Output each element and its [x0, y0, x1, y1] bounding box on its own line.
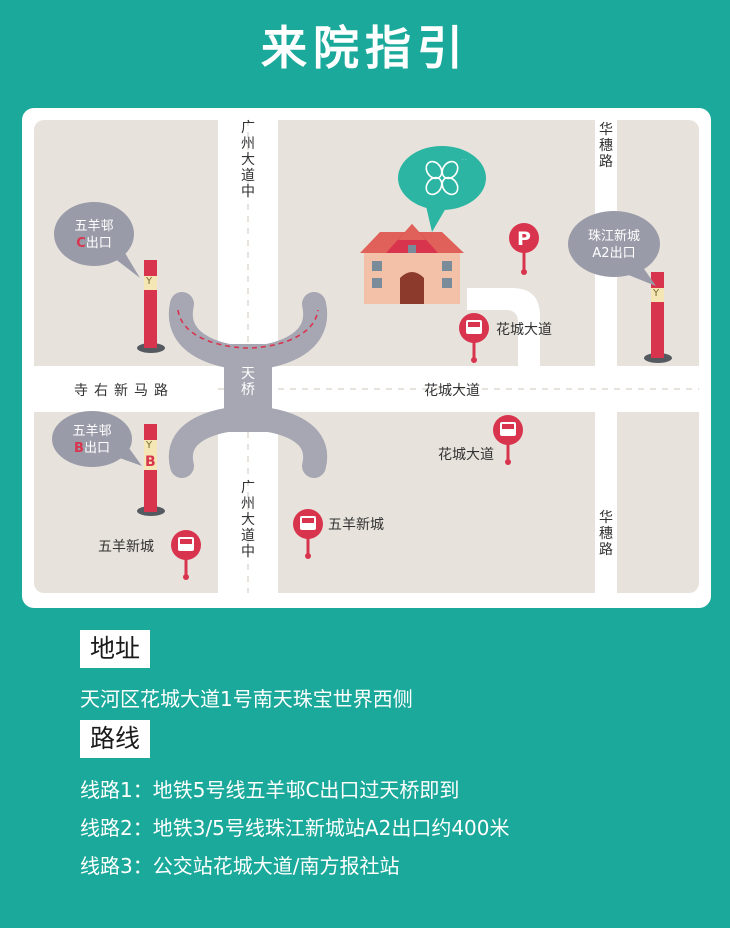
- bus-stop-huacheng-lower-icon: [493, 415, 523, 465]
- metro-a2-sign: Y: [653, 288, 660, 299]
- metro-b-letter: B: [145, 454, 156, 470]
- bus-stop-label-wuyang-center: 五羊新城: [328, 517, 384, 533]
- bus-stop-huacheng-upper-icon: [459, 313, 489, 363]
- bus-stop-label-huacheng-lower: 花城大道: [438, 447, 494, 463]
- exit-c-station: 五羊邨: [74, 219, 114, 234]
- exit-c-line2: C出口: [62, 235, 126, 252]
- svg-text:· ·: · ·: [462, 157, 467, 163]
- route-item-3: 线路3：公交站花城大道/南方报社站: [80, 854, 400, 878]
- parking-sign-icon: P: [509, 223, 539, 275]
- bridge-label-tianqiao: 天桥: [241, 366, 255, 398]
- exit-a2-exit: A2出口: [592, 246, 636, 261]
- route-item-2: 线路2：地铁3/5号线珠江新城站A2出口约400米: [80, 816, 510, 840]
- road-label-siyouxinma: 寺右新马路: [74, 383, 174, 399]
- hospital-building-icon: [360, 224, 464, 304]
- metro-pole-a2: [644, 272, 672, 363]
- bubble-exit-c: [54, 202, 140, 278]
- road-label-huasui-bottom: 华穗路: [599, 510, 613, 558]
- bus-stop-wuyang-center-icon: [293, 509, 323, 559]
- exit-b-suffix: 出口: [83, 441, 110, 456]
- clover-logo-icon: [425, 160, 459, 196]
- address-heading: 地址: [80, 630, 151, 668]
- exit-b-station: 五羊邨: [72, 424, 112, 439]
- bubble-exit-c-text: 五羊邨 C出口: [62, 218, 126, 252]
- road-label-guangzhou-bottom: 广州大道中: [241, 480, 255, 560]
- page-title: 来院指引: [261, 21, 469, 75]
- bubble-exit-a2-text: 珠江新城 A2出口: [574, 228, 654, 262]
- exit-a2-station: 珠江新城: [587, 229, 640, 244]
- bus-stop-label-wuyang-left: 五羊新城: [98, 539, 154, 555]
- road-label-guangzhou-top: 广州大道中: [241, 120, 255, 200]
- hospital-driveway: [467, 288, 540, 366]
- route-item-1: 线路1：地铁5号线五羊邨C出口过天桥即到: [80, 778, 460, 802]
- road-label-huacheng: 花城大道: [424, 383, 480, 399]
- pedestrian-bridge: [168, 292, 328, 478]
- bus-stop-wuyang-left-icon: [171, 530, 201, 580]
- routes-heading: 路线: [80, 720, 151, 758]
- svg-text:P: P: [517, 228, 531, 250]
- address-text: 天河区花城大道1号南天珠宝世界西侧: [80, 687, 413, 711]
- metro-pole-b: [137, 424, 165, 516]
- bus-stop-label-huacheng-upper: 花城大道: [496, 322, 552, 338]
- exit-b-letter: B: [74, 441, 84, 456]
- metro-c-sign: Y: [146, 276, 153, 287]
- exit-c-letter: C: [76, 236, 86, 251]
- bubble-exit-a2: [568, 211, 660, 286]
- exit-b-line2: B出口: [60, 440, 124, 457]
- map-card: · · P: [22, 108, 711, 608]
- bubble-exit-b-text: 五羊邨 B出口: [60, 423, 124, 457]
- metro-pole-c: [137, 260, 165, 353]
- hospital-logo-bubble: · ·: [398, 146, 486, 232]
- metro-b-sign: Y: [146, 440, 153, 451]
- road-label-huasui-top: 华穗路: [599, 122, 613, 170]
- bubble-exit-b: [52, 411, 142, 467]
- exit-c-suffix: 出口: [85, 236, 112, 251]
- map-canvas: · · P: [34, 120, 699, 593]
